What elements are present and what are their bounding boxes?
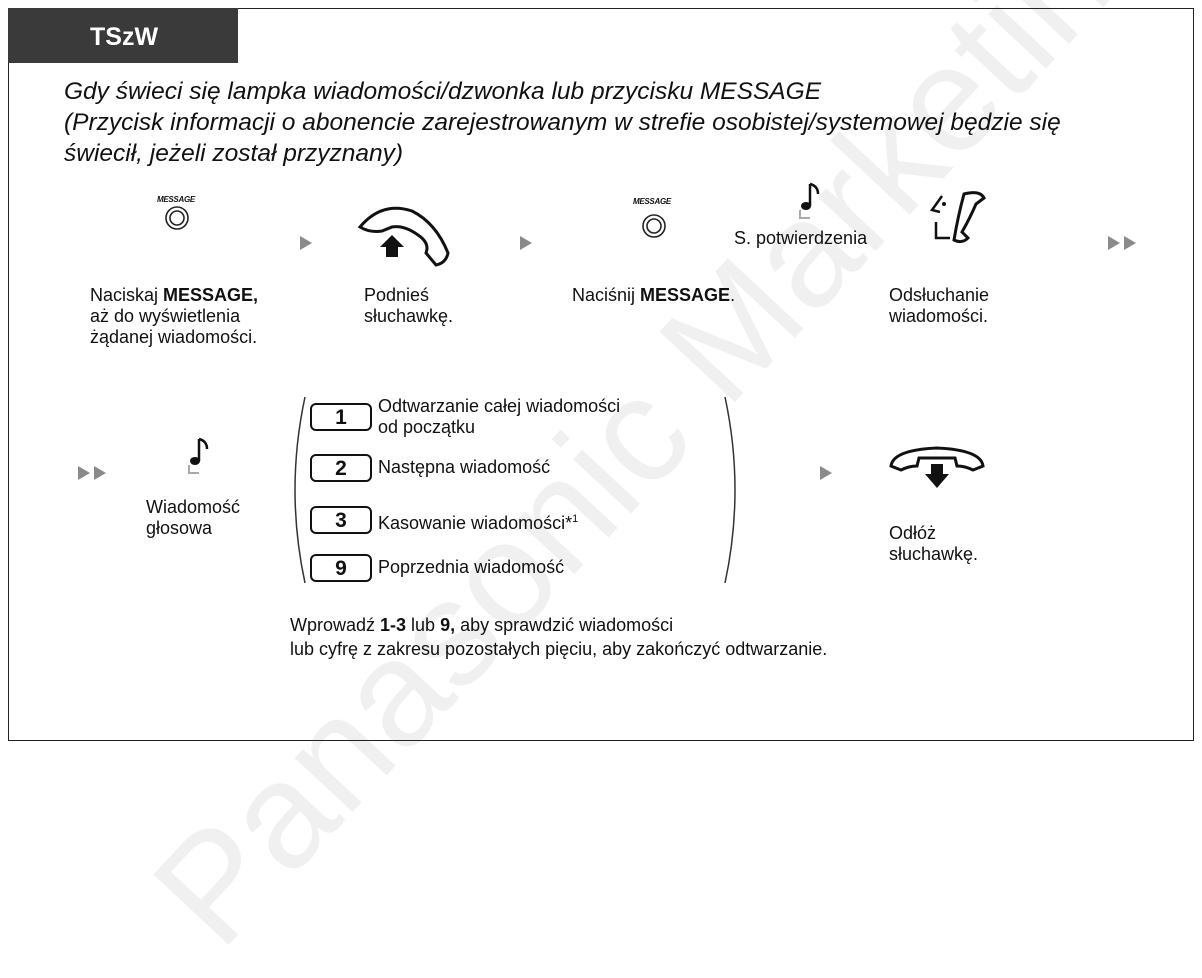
message-caption-2: MESSAGE [633,197,671,206]
intro-text: Gdy świeci się lampka wiadomości/dzwonka… [64,76,1174,169]
instruction-note: Wprowadź 1-3 lub 9, aby sprawdzić wiadom… [290,615,828,659]
voice-message-label: Wiadomość głosowa [146,497,241,538]
key-3-button[interactable]: 3 [310,506,372,534]
option-1-label: Odtwarzanie całej wiadomości od początku [378,396,621,437]
key-2-button[interactable]: 2 [310,454,372,482]
double-arrow-icon-b [1124,236,1136,250]
option-9-label: Poprzednia wiadomość [378,557,565,577]
step3-label: Naciśnij MESSAGE. [572,285,736,305]
step4-label: Odsłuchanie wiadomości. [889,285,990,326]
double-arrow-icon-b [94,466,106,480]
double-arrow-icon-a [78,466,90,480]
intro-line-2: (Przycisk informacji o abonencie zarejes… [64,109,1061,136]
key-1-button[interactable]: 1 [310,403,372,431]
tone-caption: S. potwierdzenia [734,228,868,248]
option-3-label: Kasowanie wiadomości*1 [378,513,579,533]
intro-line-3: świecił, jeżeli został przyznany) [64,140,404,167]
message-caption-1: MESSAGE [157,195,195,204]
tone-icon [799,182,820,219]
section-tab: TSzW [8,8,238,63]
arrow-icon [820,466,832,480]
listen-icon [929,191,986,244]
on-hook-icon [889,446,985,488]
tone-icon [188,437,209,474]
arrow-icon [520,236,532,250]
intro-line-1: Gdy świeci się lampka wiadomości/dzwonka… [64,78,822,105]
step2-label: Podnieś słuchawkę. [364,285,454,326]
options-parentheses [294,396,736,584]
arrow-icon [300,236,312,250]
procedure-frame [8,8,1194,741]
hangup-label: Odłóż słuchawkę. [889,523,979,564]
option-2-label: Następna wiadomość [378,457,551,477]
off-hook-icon [357,206,450,267]
double-arrow-icon-a [1108,236,1120,250]
step1-label: Naciskaj MESSAGE, aż do wyświetlenia żąd… [90,285,259,347]
message-button-icon [642,214,666,238]
message-button-icon [165,206,189,230]
key-9-button[interactable]: 9 [310,554,372,582]
